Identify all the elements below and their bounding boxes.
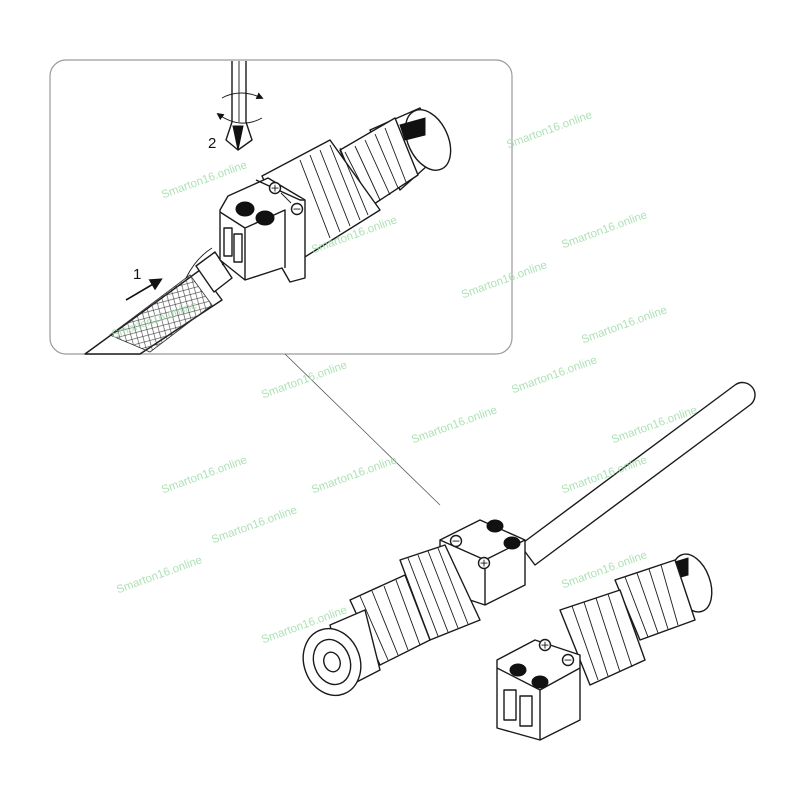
coax-cable-stripped [84,247,241,355]
screwdriver [225,61,253,151]
insert-arrow [125,278,163,301]
rotation-arrow-icon [216,92,264,124]
minus-symbol: − [563,654,572,667]
step-2-label: 2 [208,135,216,152]
minus-symbol: − [292,203,301,216]
bnc-terminal-connector-assembled: − + [302,519,526,697]
coax-cable [519,381,756,566]
step-1-label: 1 [133,266,141,283]
bnc-terminal-connector-separate: + − [496,553,713,741]
plus-symbol: + [479,557,488,570]
plus-symbol: + [540,639,549,652]
leader-line [284,353,441,506]
bnc-terminal-connector-detail: + − [219,107,452,283]
minus-symbol: − [451,535,460,548]
plus-symbol: + [270,182,279,195]
